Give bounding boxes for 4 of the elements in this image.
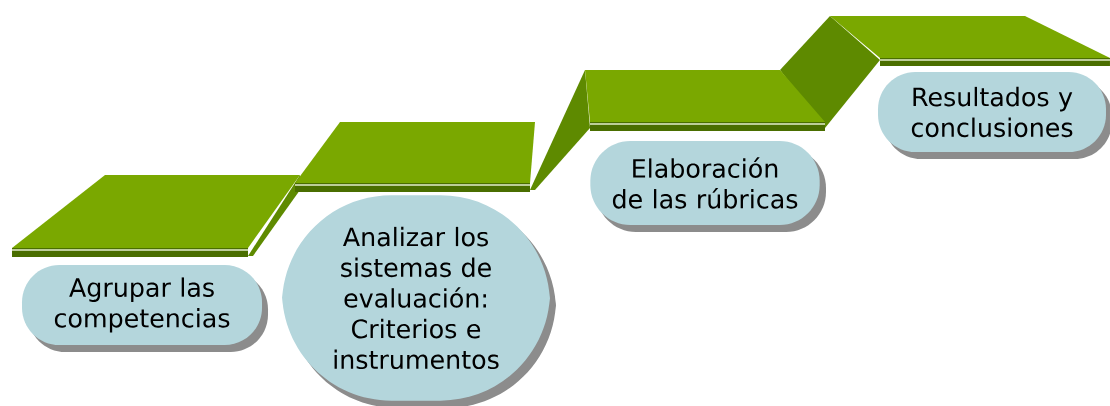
step-box: Resultados y conclusiones [878, 72, 1110, 159]
step-box: Elaboración de las rúbricas [590, 141, 826, 232]
step-box: Agrupar las competencias [22, 265, 268, 352]
step-box: Analizar los sistemas de evaluación: Criterios e instrumentos [282, 195, 556, 406]
